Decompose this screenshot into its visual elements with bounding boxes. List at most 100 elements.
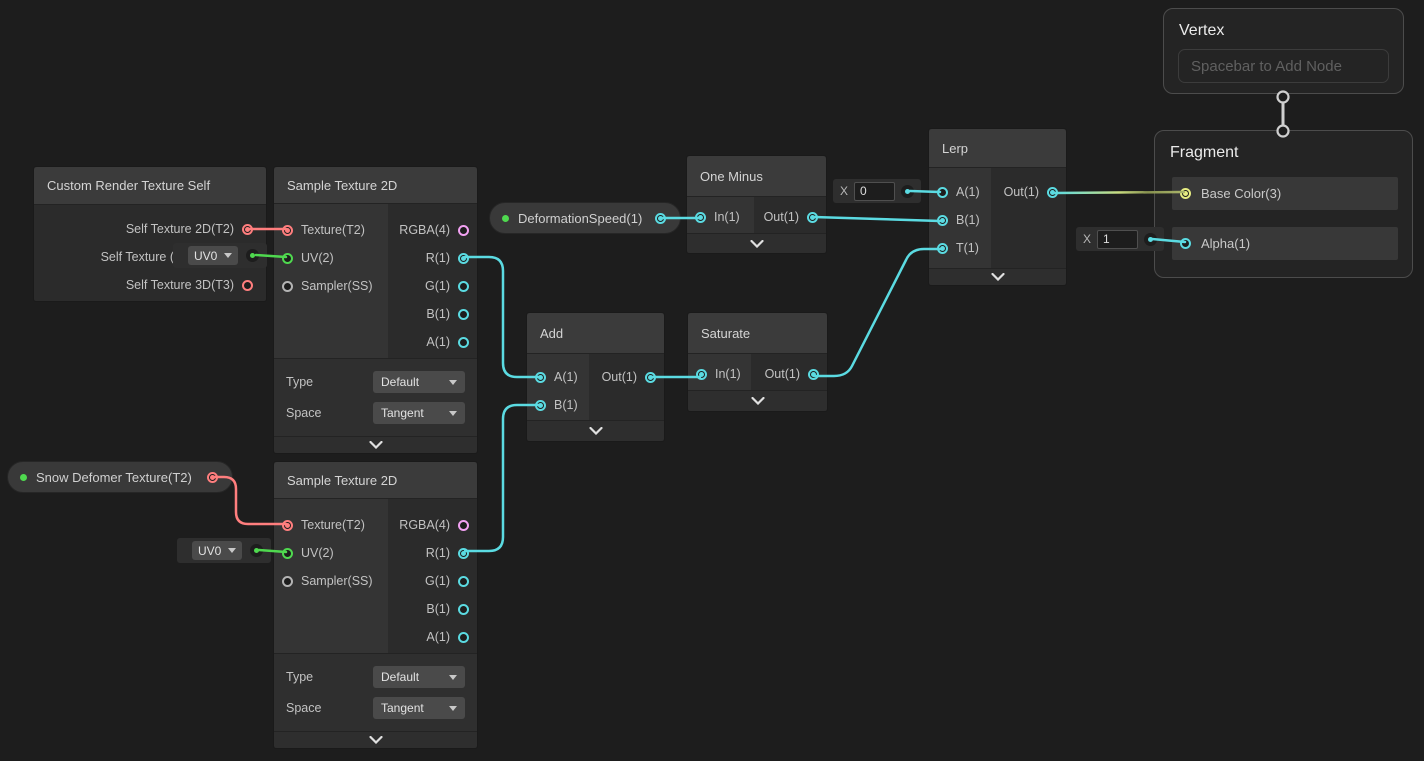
port-alpha[interactable] <box>1180 238 1191 249</box>
port-in[interactable] <box>695 211 706 223</box>
field-label: X <box>840 184 849 198</box>
node-title: Sample Texture 2D <box>287 177 398 193</box>
uv-channel-dropdown[interactable]: UV0 <box>188 246 238 265</box>
wire-oneminus-to-lerp-b[interactable] <box>812 215 942 223</box>
base-color-block[interactable]: Base Color(3) <box>1172 177 1398 210</box>
collapse-button[interactable] <box>274 731 477 748</box>
port-rgba-out[interactable] <box>458 224 469 236</box>
fragment-context-block[interactable]: Fragment Base Color(3) Alpha(1) <box>1154 130 1413 278</box>
vertex-context-block[interactable]: Vertex Spacebar to Add Node <box>1163 8 1404 94</box>
port-label: In(1) <box>715 367 741 381</box>
property-pill-deformation-speed[interactable]: DeformationSpeed(1) <box>489 202 681 234</box>
node-custom-render-texture-self[interactable]: Custom Render Texture Self Self Texture … <box>33 166 267 302</box>
type-dropdown[interactable]: Default <box>373 371 465 393</box>
port-property-out[interactable] <box>207 471 218 483</box>
node-title-bar[interactable]: Sample Texture 2D <box>274 462 477 499</box>
node-lerp[interactable]: Lerp A(1) B(1) T(1) Out(1) <box>928 128 1067 286</box>
port-a-out[interactable] <box>458 631 469 643</box>
dropdown-arrow-icon <box>224 253 232 258</box>
node-title-bar[interactable]: Custom Render Texture Self <box>34 167 266 205</box>
node-sample-texture-2d-1[interactable]: Sample Texture 2D Texture(T2) UV(2) Samp… <box>273 166 478 454</box>
collapse-button[interactable] <box>688 390 827 411</box>
chevron-down-icon <box>368 441 383 449</box>
port-r-out[interactable] <box>458 252 469 264</box>
control-label: Type <box>286 670 314 684</box>
port-g-out[interactable] <box>458 575 469 587</box>
port-g-out[interactable] <box>458 280 469 292</box>
port-b-in[interactable] <box>535 399 546 411</box>
port-label: RGBA(4) <box>399 223 450 237</box>
port-label: G(1) <box>425 279 450 293</box>
port-sampler-in[interactable] <box>282 280 293 292</box>
collapse-button[interactable] <box>274 436 477 453</box>
node-saturate[interactable]: Saturate In(1) Out(1) <box>687 312 828 412</box>
property-dot-icon <box>502 214 509 222</box>
port-self-texture-3d[interactable] <box>242 279 253 291</box>
node-title-bar[interactable]: Lerp <box>929 129 1066 168</box>
port-label: In(1) <box>714 210 740 224</box>
port-base-color[interactable] <box>1180 188 1191 199</box>
node-title-bar[interactable]: Add <box>527 313 664 354</box>
node-title-bar[interactable]: One Minus <box>687 156 826 197</box>
control-label: Space <box>286 701 322 715</box>
dropdown-arrow-icon <box>449 705 457 711</box>
port-out[interactable] <box>807 211 818 223</box>
port-a-out[interactable] <box>458 336 469 348</box>
port-t-in[interactable] <box>937 242 948 254</box>
port-uv-in[interactable] <box>282 547 293 559</box>
collapse-button[interactable] <box>687 233 826 253</box>
port-texture-in[interactable] <box>282 519 293 531</box>
port-row: Self Texture 3D(T3) <box>34 271 266 299</box>
port-rgba-out[interactable] <box>458 519 469 531</box>
space-dropdown[interactable]: Tangent <box>373 402 465 424</box>
node-title-bar[interactable]: Saturate <box>688 313 827 354</box>
port-label: Self Texture 2D(T2) <box>125 222 234 236</box>
port-a-in[interactable] <box>937 186 948 198</box>
add-block-placeholder[interactable]: Spacebar to Add Node <box>1178 49 1389 83</box>
chevron-down-icon <box>750 397 765 405</box>
port-dot-icon <box>250 544 263 557</box>
collapse-button[interactable] <box>527 420 664 441</box>
port-out[interactable] <box>645 371 656 383</box>
port-label: Out(1) <box>764 367 800 381</box>
space-dropdown[interactable]: Tangent <box>373 697 465 719</box>
property-pill-snow-deformer-texture[interactable]: Snow Defomer Texture(T2) <box>7 461 233 493</box>
alpha-block[interactable]: Alpha(1) <box>1172 227 1398 260</box>
port-b-in[interactable] <box>937 214 948 226</box>
control-label: Type <box>286 375 314 389</box>
port-a-in[interactable] <box>535 371 546 383</box>
port-texture-in[interactable] <box>282 224 293 236</box>
port-label: B(1) <box>426 307 450 321</box>
uv-channel-dropdown[interactable]: UV0 <box>192 541 242 560</box>
node-title: Sample Texture 2D <box>287 472 398 488</box>
wire-saturate-to-lerp-t[interactable] <box>812 247 942 378</box>
port-b-out[interactable] <box>458 603 469 615</box>
lerp-a-x-input[interactable] <box>854 181 896 201</box>
node-one-minus[interactable]: One Minus In(1) Out(1) <box>686 155 827 254</box>
port-label: B(1) <box>426 602 450 616</box>
node-sample-texture-2d-2[interactable]: Sample Texture 2D Texture(T2) UV(2) Samp… <box>273 461 478 749</box>
port-out[interactable] <box>1047 186 1058 198</box>
port-r-out[interactable] <box>458 547 469 559</box>
type-dropdown[interactable]: Default <box>373 666 465 688</box>
alpha-x-input[interactable] <box>1097 229 1139 249</box>
uv-channel-widget-sample1: UV0 <box>173 243 267 268</box>
port-label: Out(1) <box>763 210 799 224</box>
node-title-bar[interactable]: Sample Texture 2D <box>274 167 477 204</box>
node-title: Custom Render Texture Self <box>47 178 211 193</box>
port-sampler-in[interactable] <box>282 575 293 587</box>
chevron-down-icon <box>990 273 1005 281</box>
port-label: UV(2) <box>301 251 334 265</box>
port-property-out[interactable] <box>655 212 666 224</box>
node-title: Add <box>540 325 564 341</box>
port-out[interactable] <box>808 368 819 380</box>
port-in[interactable] <box>696 368 707 380</box>
port-b-out[interactable] <box>458 308 469 320</box>
port-uv-in[interactable] <box>282 252 293 264</box>
collapse-button[interactable] <box>929 268 1066 285</box>
node-add[interactable]: Add A(1) B(1) Out(1) <box>526 312 665 442</box>
property-label: Snow Defomer Texture(T2) <box>36 469 192 485</box>
property-label: DeformationSpeed(1) <box>518 210 643 226</box>
port-self-texture-2d[interactable] <box>242 223 253 235</box>
